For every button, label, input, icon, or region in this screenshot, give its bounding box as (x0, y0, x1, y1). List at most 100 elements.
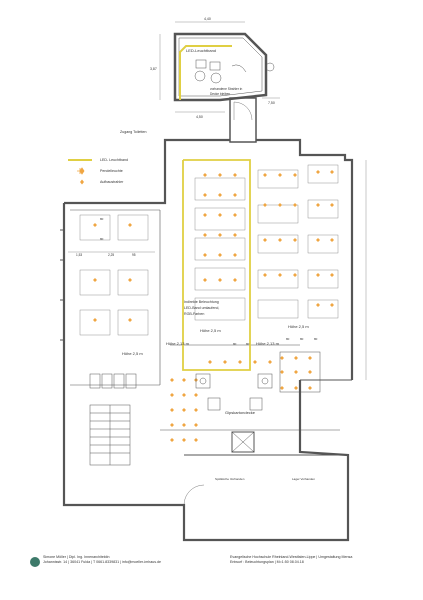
pendant-light-icon (223, 360, 227, 364)
pendant-light-icon (233, 233, 237, 237)
pendant-light-icon (182, 393, 186, 397)
pendant-light-icon (233, 173, 237, 177)
pendant-light-icon (293, 203, 297, 207)
company-logo-icon (30, 557, 40, 567)
pendant-light-icon (293, 238, 297, 242)
pendant-light-icon (330, 303, 334, 307)
table (307, 199, 339, 219)
dim-top-right: 7,50 (268, 101, 275, 105)
top-room (159, 21, 280, 143)
pendant-light-icon (294, 370, 298, 374)
dim-small-2: 80 (300, 337, 304, 341)
pendant-light-icon (203, 278, 207, 282)
dim-small-5: 80 (246, 342, 250, 346)
pendant-light-icon (128, 278, 132, 282)
led-band-center (182, 159, 251, 371)
dim-top-height: 3,87 (150, 67, 157, 71)
dim-small-4: 80 (233, 342, 237, 346)
table (257, 169, 299, 189)
pendant-light-icon (208, 360, 212, 364)
table (257, 269, 299, 289)
footer-right-line2: Entwurf : Beleuchtungsplan | M=1:50 08.0… (230, 560, 304, 564)
table (79, 214, 111, 241)
pendant-light-icon (93, 278, 97, 282)
pendant-light-icon (238, 360, 242, 364)
pendant-light-icon (182, 438, 186, 442)
label-indirect-2: LED-Band umlaufend, (184, 306, 219, 310)
pendant-light-icon (194, 438, 198, 442)
pendant-light-icon (268, 360, 272, 364)
pendant-light-icon (170, 438, 174, 442)
pendant-light-icon (218, 213, 222, 217)
table (194, 267, 246, 291)
pendant-light-icon (316, 273, 320, 277)
pendant-light-icon (182, 378, 186, 382)
pendant-light-icon (93, 318, 97, 322)
pendant-light-icon (233, 278, 237, 282)
pendant-light-icon (278, 273, 282, 277)
pendant-light-icon (278, 173, 282, 177)
dim-small-6: 80 (100, 217, 104, 221)
label-hoehe-mid: Höhe 2,13 m (166, 341, 190, 346)
label-lager: Lager Vorhanden (292, 477, 315, 481)
pendant-light-icon (182, 423, 186, 427)
table (307, 164, 339, 184)
pendant-light-icon (263, 173, 267, 177)
label-indirect-3: RGB-Farben (184, 312, 204, 316)
pendant-light-icon (293, 173, 297, 177)
pendant-light-icon (330, 238, 334, 242)
note-line-1: vorhandene Strahler in (210, 87, 242, 91)
main-walls (60, 138, 354, 542)
pendant-light-icon (203, 193, 207, 197)
label-hoehe-center: Höhe 2,5 m (200, 328, 221, 333)
pendant-light-icon (278, 203, 282, 207)
table (257, 299, 299, 319)
legend-surface: Aufbaustrahler (100, 180, 124, 184)
pendant-light-icon (316, 238, 320, 242)
pendant-light-icon (218, 278, 222, 282)
pendant-light-icon (203, 233, 207, 237)
pendant-light-icon (253, 360, 257, 364)
luminaires (93, 170, 334, 442)
label-hoehe-left: Höhe 2,5 m (122, 351, 143, 356)
pendant-light-icon (170, 393, 174, 397)
pendant-light-icon (294, 386, 298, 390)
table (307, 269, 339, 289)
table (307, 299, 339, 319)
legend-surface-icon (80, 179, 84, 185)
pendant-light-icon (233, 193, 237, 197)
footer-left-line1: Simone Möller | Dipl. Ing. Innenarchitek… (43, 555, 110, 559)
pendant-light-icon (218, 173, 222, 177)
led-label-top: LED-Leuchtband (186, 48, 216, 53)
footer-left: Simone Möller | Dipl. Ing. Innenarchitek… (43, 555, 161, 565)
legend-pendant-icon (77, 167, 85, 175)
footer-right: Evangelische Hochschule Rheinland-Westfa… (230, 555, 352, 565)
label-hoehe-mid2: Höhe 2,13 m (256, 341, 280, 346)
pendant-light-icon (263, 238, 267, 242)
table (307, 234, 339, 254)
pendant-light-icon (170, 378, 174, 382)
pendant-light-icon (278, 238, 282, 242)
pendant-light-icon (194, 423, 198, 427)
pendant-light-icon (280, 386, 284, 390)
pendant-light-icon (308, 386, 312, 390)
pendant-light-icon (194, 393, 198, 397)
pendant-light-icon (194, 408, 198, 412)
dim-small-1: 80 (286, 337, 290, 341)
table (117, 214, 149, 241)
legend-pendant: Pendelleuchte (100, 169, 123, 173)
pendant-light-icon (263, 273, 267, 277)
table (257, 204, 299, 224)
table (194, 297, 246, 321)
pendant-light-icon (294, 356, 298, 360)
tables (79, 164, 339, 336)
dim-left-3: 95 (132, 253, 136, 257)
label-spuel: Spülküche Vorhanden (215, 477, 245, 481)
floor-plan: LED-Leuchtband vorhandene Strahler in De… (60, 17, 367, 542)
legend (68, 159, 92, 185)
label-indirect-1: Indirekte Beleuchtung (184, 300, 219, 304)
table (79, 309, 111, 336)
pendant-light-icon (218, 233, 222, 237)
pendant-light-icon (308, 356, 312, 360)
table (194, 237, 246, 261)
